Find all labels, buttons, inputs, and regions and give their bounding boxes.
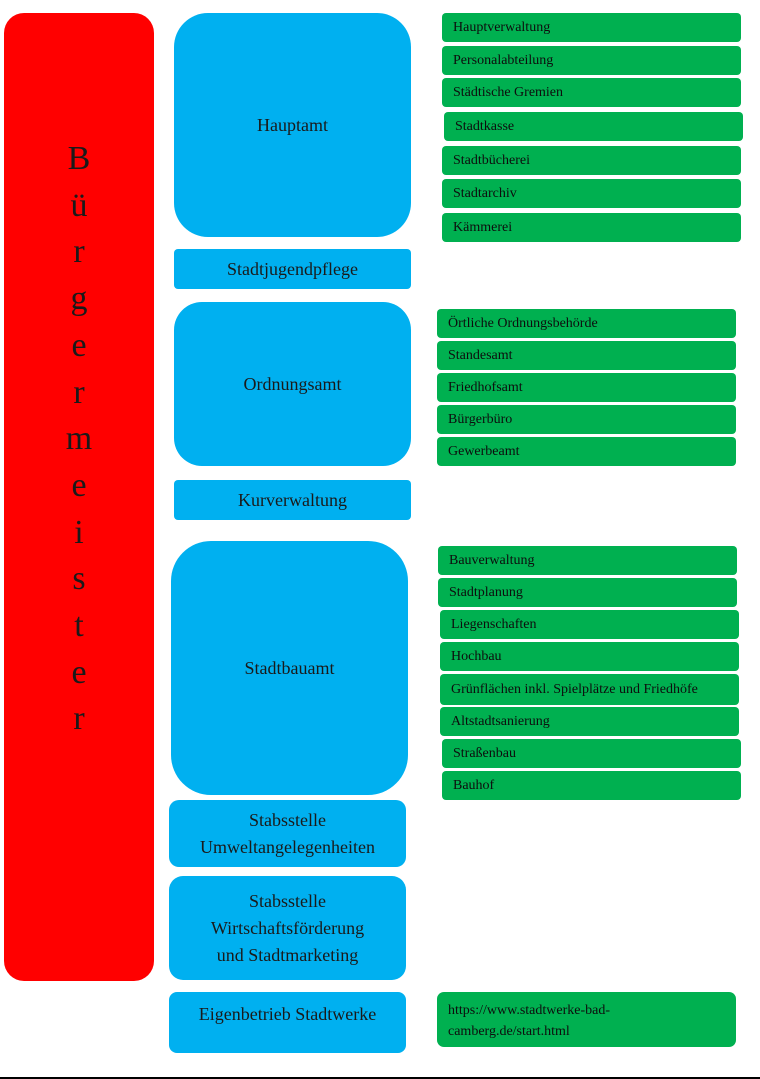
leader-letter: s [72, 560, 86, 598]
unit-label: Personalabteilung [453, 52, 554, 68]
unit-bauverwaltung: Bauverwaltung [438, 546, 737, 575]
unit-label: Stadtkasse [455, 118, 515, 134]
stadtwerke-link[interactable]: https://www.stadtwerke-bad-camberg.de/st… [437, 992, 736, 1047]
unit-bauhof: Bauhof [442, 771, 741, 800]
unit-stadtplanung: Stadtplanung [438, 578, 737, 607]
leader-letter: r [73, 700, 85, 738]
unit-hochbau: Hochbau [440, 642, 739, 671]
unit-strassenbau: Straßenbau [442, 739, 741, 768]
office-label: Stadtjugendpflege [227, 258, 358, 279]
office-stadtjugendpflege: Stadtjugendpflege [174, 249, 411, 289]
link-text[interactable]: https://www.stadtwerke-bad-camberg.de/st… [448, 1003, 610, 1039]
unit-gruenflaechen: Grünflächen inkl. Spielplätze und Friedh… [440, 674, 739, 705]
unit-label: Stadtplanung [449, 584, 523, 600]
unit-label: Stadtbücherei [453, 152, 530, 168]
leader-letter: m [65, 420, 93, 458]
unit-label: Altstadtsanierung [451, 713, 550, 729]
office-label: Stadtbauamt [244, 657, 335, 678]
unit-label: Standesamt [448, 347, 513, 363]
unit-label: Gewerbeamt [448, 443, 520, 459]
leader-letter: e [71, 326, 87, 364]
leader-letter: r [73, 233, 85, 271]
unit-stadtarchiv: Stadtarchiv [442, 179, 741, 208]
unit-label: Friedhofsamt [448, 379, 523, 395]
office-stabsstelle-umwelt: Stabsstelle Umweltangelegenheiten [169, 800, 406, 867]
unit-label: Örtliche Ordnungsbehörde [448, 315, 598, 331]
unit-staedtische-gremien: Städtische Gremien [442, 78, 741, 107]
unit-stadtkasse: Stadtkasse [444, 112, 743, 141]
unit-label: Bauhof [453, 777, 495, 793]
unit-label: Kämmerei [453, 219, 513, 235]
office-label: Stabsstelle Umweltangelegenheiten [200, 809, 375, 857]
office-label: Stabsstelle Wirtschaftsförderung und Sta… [210, 890, 365, 965]
unit-gewerbeamt: Gewerbeamt [437, 437, 736, 466]
leader-letter: i [74, 513, 84, 551]
office-label: Eigenbetrieb Stadtwerke [198, 1004, 377, 1024]
bottom-rule [0, 1077, 760, 1079]
leader-letter: t [74, 607, 84, 645]
unit-label: Bürgerbüro [448, 411, 513, 427]
buergermeister-box: B ü r g e r m e i s t e r [4, 13, 154, 981]
leader-letter: e [71, 653, 87, 691]
unit-label: Bauverwaltung [449, 552, 535, 568]
office-stadtbauamt: Stadtbauamt [171, 541, 408, 795]
leader-letter: r [73, 373, 85, 411]
leader-letter: B [67, 140, 91, 177]
leader-letter: g [70, 280, 88, 318]
unit-hauptverwaltung: Hauptverwaltung [442, 13, 741, 42]
unit-label: Stadtarchiv [453, 185, 517, 201]
unit-stadtbuecherei: Stadtbücherei [442, 146, 741, 175]
unit-friedhofsamt: Friedhofsamt [437, 373, 736, 402]
unit-kaemmerei: Kämmerei [442, 213, 741, 242]
unit-altstadtsanierung: Altstadtsanierung [440, 707, 739, 736]
office-stabsstelle-wirtschaft: Stabsstelle Wirtschaftsförderung und Sta… [169, 876, 406, 980]
unit-liegenschaften: Liegenschaften [440, 610, 739, 639]
unit-oertliche-ordnungsbehoerde: Örtliche Ordnungsbehörde [437, 309, 736, 338]
unit-personalabteilung: Personalabteilung [442, 46, 741, 75]
leader-letter: e [71, 466, 87, 504]
office-stadtwerke: Eigenbetrieb Stadtwerke [169, 992, 406, 1053]
office-label: Kurverwaltung [238, 489, 347, 510]
unit-label: Städtische Gremien [453, 84, 564, 100]
unit-label: Hauptverwaltung [453, 19, 551, 35]
buergermeister-label: B ü r g e r m e i s t e r [4, 136, 154, 743]
office-label: Ordnungsamt [243, 373, 342, 394]
unit-standesamt: Standesamt [437, 341, 736, 370]
office-kurverwaltung: Kurverwaltung [174, 480, 411, 520]
unit-label: Hochbau [451, 648, 502, 664]
office-hauptamt: Hauptamt [174, 13, 411, 237]
unit-label: Grünflächen inkl. Spielplätze und Friedh… [451, 681, 698, 697]
unit-label: Liegenschaften [451, 616, 537, 632]
office-label: Hauptamt [257, 114, 328, 135]
unit-label: Straßenbau [453, 745, 516, 761]
unit-buergerbuero: Bürgerbüro [437, 405, 736, 434]
leader-letter: ü [70, 186, 88, 224]
office-ordnungsamt: Ordnungsamt [174, 302, 411, 466]
